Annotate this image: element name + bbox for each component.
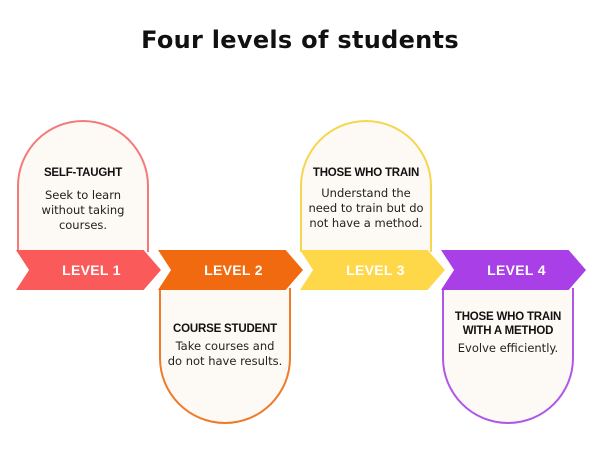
level-1-card: SELF-TAUGHT Seek to learn without taking… (17, 120, 149, 252)
level-3-description: Understand the need to train but do not … (308, 186, 424, 230)
level-1-heading: SELF-TAUGHT (43, 167, 123, 179)
level-4-arrow: LEVEL 4 (441, 250, 586, 290)
level-1-label: LEVEL 1 (62, 262, 121, 278)
level-2-description: Take courses and do not have results. (167, 339, 283, 368)
level-2-label: LEVEL 2 (204, 262, 263, 278)
level-1-arrow: LEVEL 1 (16, 250, 161, 290)
level-4-description: Evolve efficiently. (457, 341, 559, 355)
level-3-heading: THOSE WHO TRAIN (312, 167, 420, 179)
level-3-arrow: LEVEL 3 (300, 250, 445, 290)
page-title: Four levels of students (141, 26, 459, 54)
level-2-arrow: LEVEL 2 (158, 250, 303, 290)
level-4-heading: THOSE WHO TRAIN WITH A METHOD (454, 311, 562, 337)
level-4-card: THOSE WHO TRAIN WITH A METHOD Evolve eff… (442, 288, 574, 424)
level-2-card: COURSE STUDENT Take courses and do not h… (159, 288, 291, 424)
level-3-card: THOSE WHO TRAIN Understand the need to t… (300, 120, 432, 252)
level-1-description: Seek to learn without taking courses. (41, 188, 125, 232)
level-2-heading: COURSE STUDENT (173, 323, 277, 335)
level-3-label: LEVEL 3 (346, 262, 405, 278)
level-4-label: LEVEL 4 (487, 262, 546, 278)
